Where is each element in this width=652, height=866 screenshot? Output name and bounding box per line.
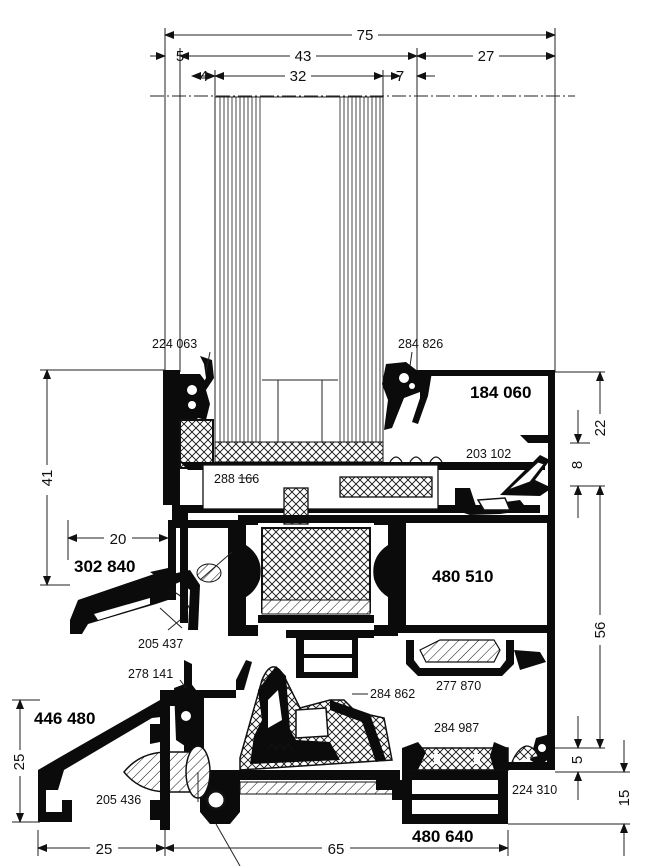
- dim-left-25-vertical: 25: [11, 754, 28, 771]
- dim-right-8: 8: [569, 461, 586, 469]
- dim-bottom-65: 65: [328, 841, 345, 858]
- label-205436: 205 436: [96, 793, 141, 807]
- dim-bottom-25: 25: [96, 841, 113, 858]
- label-302840: 302 840: [74, 557, 135, 576]
- dim-right-15: 15: [616, 790, 633, 807]
- thermal-break-zone: [70, 515, 555, 640]
- label-284987: 284 987: [434, 721, 479, 735]
- label-205437: 205 437: [138, 637, 183, 651]
- leader-lines: [179, 351, 413, 695]
- glazing-unit: [214, 96, 384, 463]
- label-446480: 446 480: [34, 709, 95, 728]
- frame-profile: [192, 630, 555, 866]
- dim-top-32: 32: [290, 68, 307, 85]
- label-277870: 277 870: [436, 679, 481, 693]
- dim-right-56: 56: [592, 622, 609, 639]
- label-284826: 284 826: [398, 337, 443, 351]
- label-278141: 278 141: [128, 667, 173, 681]
- label-224063: 224 063: [152, 337, 197, 351]
- dim-top-7: 7: [396, 68, 404, 85]
- dim-top-4: 4: [200, 68, 208, 85]
- label-288166: 288 166: [214, 472, 259, 486]
- dim-right-5: 5: [569, 756, 586, 764]
- dim-top-5: 5: [176, 48, 184, 65]
- dim-right-22: 22: [592, 420, 609, 437]
- dim-top-27: 27: [478, 48, 495, 65]
- label-284862: 284 862: [370, 687, 415, 701]
- label-480640: 480 640: [412, 827, 473, 846]
- label-224310: 224 310: [512, 783, 557, 797]
- label-480510: 480 510: [432, 567, 493, 586]
- dim-left-20: 20: [110, 531, 127, 548]
- dim-top-75: 75: [357, 27, 374, 44]
- sash-profile: [163, 356, 555, 636]
- label-184060: 184 060: [470, 383, 531, 402]
- dim-left-41: 41: [39, 470, 56, 487]
- label-203102: 203 102: [466, 447, 511, 461]
- left-lower-profile: [38, 660, 211, 830]
- dim-top-43: 43: [295, 48, 312, 65]
